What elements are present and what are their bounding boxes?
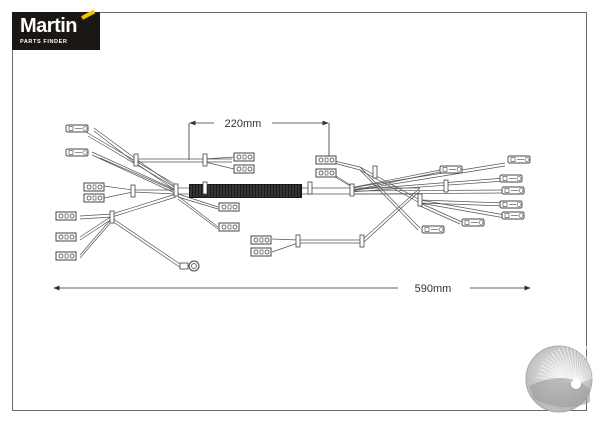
seal-ray <box>575 377 594 385</box>
terminal-connector <box>421 225 445 234</box>
connector-housing <box>55 211 77 221</box>
terminal-connector <box>499 200 523 209</box>
cable-tie <box>130 184 136 198</box>
seal-ray <box>575 356 594 385</box>
seal-ray <box>575 372 594 385</box>
dimension-220mm: 220mm <box>188 118 330 160</box>
cable-tie <box>372 165 378 179</box>
dim-label-590: 590mm <box>415 283 452 295</box>
seal-ray <box>575 344 584 385</box>
cable-tie <box>173 183 179 197</box>
seal-ray <box>561 346 577 385</box>
seal-ray <box>547 354 577 385</box>
connector-housing <box>83 182 105 192</box>
martin-parts-finder-logo: Martin PARTS FINDER <box>12 9 100 50</box>
seal-ray <box>558 347 577 385</box>
terminal-connector <box>499 174 523 183</box>
terminal-connector <box>65 124 89 133</box>
seal-ray <box>565 345 577 385</box>
seal-emblem-icon <box>525 344 594 413</box>
cable-tie <box>417 193 423 207</box>
connectors <box>55 124 531 272</box>
connector-housing <box>315 168 337 178</box>
seal-ray <box>575 366 594 385</box>
seal-ray <box>575 362 594 385</box>
connector-housing <box>218 202 240 212</box>
terminal-connector <box>507 155 531 164</box>
drawing-frame <box>12 12 587 411</box>
seal-ray <box>575 345 588 385</box>
seal-ray <box>570 344 577 385</box>
connector-housing <box>315 155 337 165</box>
terminal-connector <box>501 211 525 220</box>
cable-tie <box>202 181 208 195</box>
connector-housing <box>250 235 272 245</box>
seal-ray <box>574 344 577 385</box>
connector-housing <box>55 251 77 261</box>
connector-housing <box>218 222 240 232</box>
connector-housing <box>233 152 255 162</box>
dim-label-220: 220mm <box>225 118 262 130</box>
cable-tie <box>133 153 139 167</box>
ring-terminal <box>179 260 200 272</box>
terminal-connector <box>501 186 525 195</box>
terminal-connector <box>439 165 463 174</box>
terminal-connector <box>461 218 485 227</box>
logo-subtitle: PARTS FINDER <box>20 39 68 45</box>
cable-tie <box>443 179 449 193</box>
logo-brand: Martin <box>20 15 78 37</box>
seal-ray <box>575 369 594 385</box>
seal-ray <box>554 349 577 385</box>
cable-tie <box>109 210 115 224</box>
seal-ray <box>575 374 594 385</box>
cable-tie <box>349 183 355 197</box>
connector-housing <box>83 193 105 203</box>
cable-tie <box>295 234 301 248</box>
dimension-590mm: 590mm <box>53 283 531 295</box>
seal-ray <box>551 352 577 385</box>
cable-tie <box>359 234 365 248</box>
cable-tie <box>202 153 208 167</box>
cable-tie <box>307 181 313 195</box>
connector-housing <box>250 247 272 257</box>
seal-ray <box>575 346 592 385</box>
terminal-connector <box>65 148 89 157</box>
connector-housing <box>233 164 255 174</box>
seal-ray <box>575 344 580 385</box>
seal-ray <box>575 349 594 385</box>
connector-housing <box>55 232 77 242</box>
cable-ties <box>109 153 449 248</box>
